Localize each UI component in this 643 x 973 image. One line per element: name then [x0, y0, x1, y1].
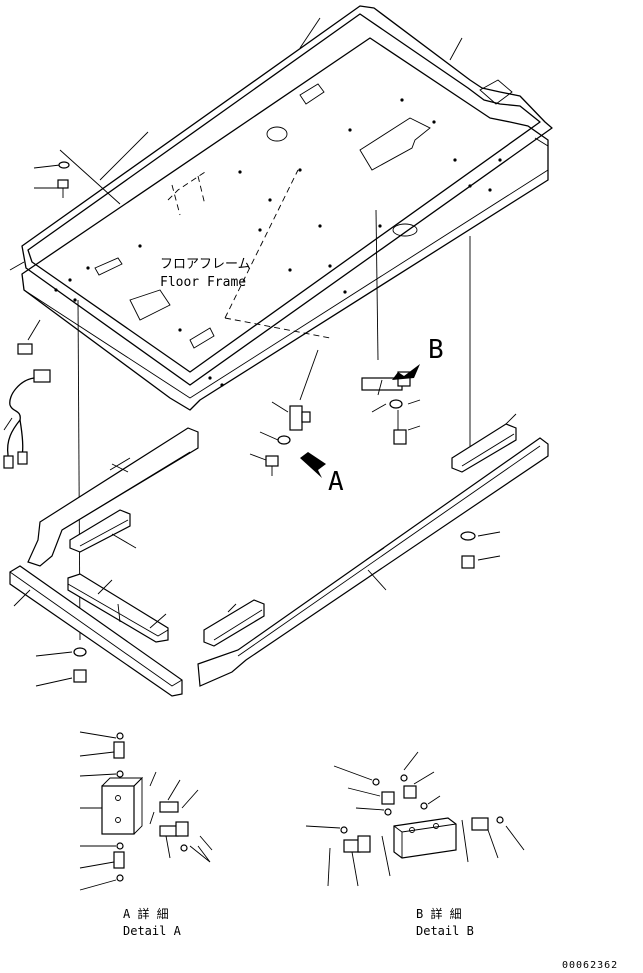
right-pad-lower — [203, 599, 265, 647]
left-rail — [27, 427, 199, 567]
view-a-callout: A — [328, 467, 344, 497]
floor-frame-label-jp: フロアフレーム — [160, 257, 251, 272]
drawing-number: 00062362 — [562, 960, 618, 971]
detail-a: A 詳 細 Detail A — [79, 731, 213, 938]
bracket-b: B — [361, 335, 444, 445]
floor-frame-label-en: Floor Frame — [160, 275, 246, 290]
left-pad-upper — [69, 509, 137, 553]
floor-plate — [21, 5, 553, 411]
wire-harness — [3, 319, 51, 469]
front-beam — [9, 565, 183, 697]
right-rail — [197, 437, 549, 687]
right-pad-upper — [451, 413, 517, 473]
floor-frame-label: フロアフレーム Floor Frame — [160, 257, 251, 290]
detail-b-label-jp: B 詳 細 — [416, 906, 462, 921]
front-pads — [67, 573, 169, 643]
detail-b-label-en: Detail B — [416, 924, 474, 938]
leader-lines-top — [9, 17, 549, 271]
bracket-a: A — [249, 349, 344, 497]
view-b-callout: B — [428, 335, 444, 365]
alignment-line-center — [375, 209, 379, 361]
detail-a-label-en: Detail A — [123, 924, 182, 938]
detail-a-label-jp: A 詳 細 — [123, 906, 169, 921]
detail-b: B 詳 細 Detail B — [305, 751, 525, 938]
rail-fasteners — [35, 531, 501, 687]
bolt-top-left — [57, 161, 70, 198]
